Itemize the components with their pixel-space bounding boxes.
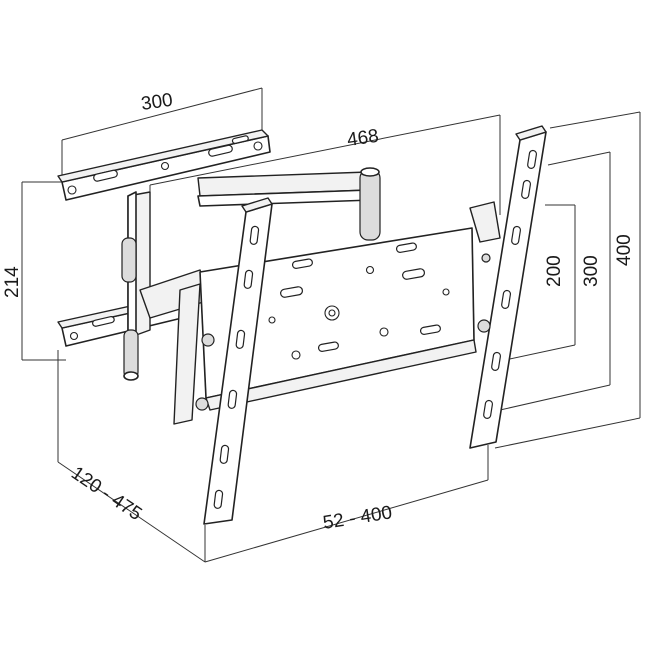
tv-arm-right [469,125,547,449]
swing-arm [139,167,381,319]
dimension-vesa-400: 400 [614,234,635,266]
wall-plate-top [57,129,271,201]
dimension-vesa-300: 300 [581,255,602,287]
wall-bracket-vertical [121,191,151,381]
dimension-wall-height: 214 [2,266,23,298]
dimension-arm-length: 468 [346,126,380,151]
dimension-vesa-200: 200 [544,255,565,287]
dimension-depth-range: 120 - 475 [67,463,145,525]
dimension-top-width: 300 [140,90,174,115]
tv-arm-left [173,197,273,525]
dimension-lines [21,87,641,563]
dimension-width-range: 52 - 400 [321,502,393,534]
tilt-panel [199,227,477,411]
